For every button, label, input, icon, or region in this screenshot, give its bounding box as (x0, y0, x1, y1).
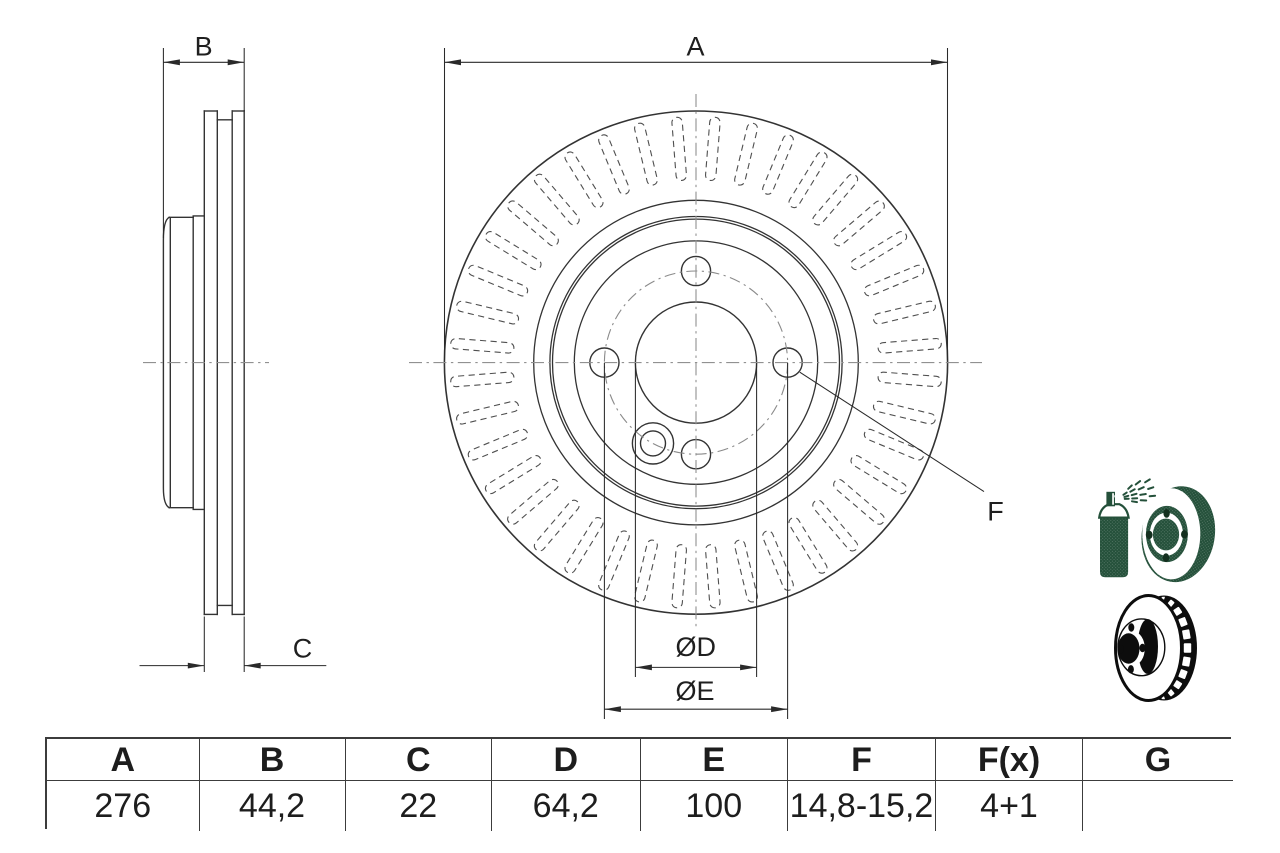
dim-label-b: B (195, 32, 213, 62)
dim-label-f: F (987, 497, 1004, 527)
dimension-b (162, 48, 245, 238)
dim-a-arrow-left (444, 59, 461, 66)
dim-label-diameter-d: ØD (676, 632, 717, 662)
spec-header-d: D (492, 739, 641, 781)
spray-nozzle (1114, 494, 1118, 498)
vented-disc-bolt-holes (1118, 623, 1146, 674)
dimension-e (603, 363, 789, 719)
spec-value-e: 100 (640, 781, 788, 831)
spec-value-a: 276 (47, 781, 200, 831)
spec-header-e: E (640, 739, 788, 781)
locating-pin-hole-outer (631, 422, 675, 465)
dim-e-arrow-right (771, 706, 788, 713)
vented-disc-icon (1114, 594, 1197, 702)
spec-header-g: G (1083, 739, 1233, 781)
dim-a-arrow-right (931, 59, 948, 66)
spray-mist (1122, 478, 1157, 504)
locating-pin-hole-inner (639, 430, 667, 457)
dim-b-arrow-right (227, 59, 245, 66)
spec-header-fx: F(x) (936, 739, 1083, 781)
spec-value-c: 22 (345, 781, 492, 831)
dim-b-arrow-left (163, 59, 180, 66)
spray-can-shoulder (1097, 503, 1130, 519)
dimensions (139, 48, 985, 719)
spec-header-a: A (47, 739, 200, 781)
spec-value-fx: 4+1 (936, 781, 1083, 831)
spec-value-g (1083, 781, 1233, 831)
vented-disc-hub (1117, 618, 1166, 677)
spec-value-f: 14,8-15,2 (788, 781, 936, 831)
dim-d-arrow-left (635, 664, 652, 671)
dim-label-c: C (293, 634, 313, 664)
dim-c-arrow-right (244, 662, 261, 669)
dimension-a (443, 48, 949, 360)
spec-value-b: 44,2 (199, 781, 346, 831)
dim-e-arrow-left (604, 706, 621, 713)
dimension-labels: A B C ØD ØE F (195, 32, 1004, 707)
coated-disc-icon (1097, 478, 1216, 583)
dimension-c (139, 616, 327, 672)
spray-can (1097, 491, 1130, 578)
dim-f-leader-line (799, 371, 985, 493)
dim-label-diameter-e: ØE (675, 676, 714, 706)
dim-c-arrow-left (187, 662, 205, 669)
spec-header-f: F (788, 739, 936, 781)
spray-can-cap (1106, 491, 1115, 507)
spec-header-b: B (199, 739, 346, 781)
dimension-d (634, 363, 758, 677)
bolt-hole-top (680, 255, 712, 287)
spec-table: A B C D E F F(x) G 276 44,2 22 64,2 100 … (45, 737, 1233, 831)
spec-header-c: C (345, 739, 492, 781)
dim-label-a: A (686, 32, 704, 62)
centerlines (143, 94, 982, 628)
dim-d-arrow-right (740, 664, 757, 671)
spec-value-d: 64,2 (492, 781, 641, 831)
spray-disc-bolt-holes (1145, 509, 1188, 562)
spray-disc (1141, 486, 1216, 583)
